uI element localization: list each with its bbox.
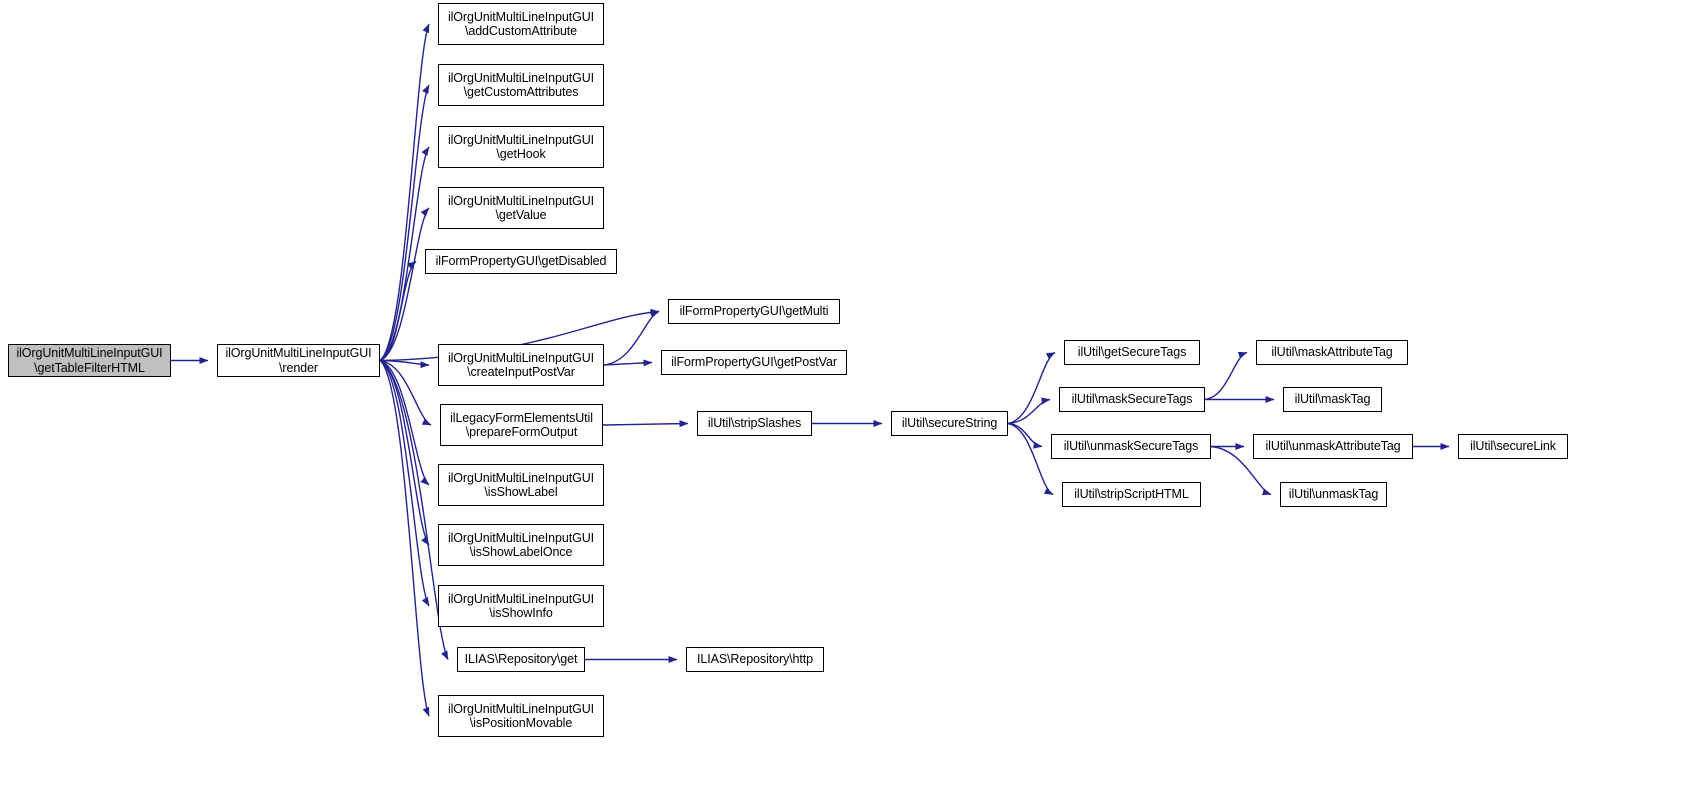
graph-node-maskSecureTags[interactable]: ilUtil\maskSecureTags bbox=[1059, 387, 1205, 412]
edge-createInputPostVar-to-getPostVar bbox=[603, 359, 653, 367]
edge-render-to-isPositionMovable bbox=[379, 359, 430, 717]
graph-node-getTableFilterHTML[interactable]: ilOrgUnitMultiLineInputGUI \getTableFilt… bbox=[8, 344, 171, 377]
edge-secureString-to-unmaskSecureTags bbox=[1007, 422, 1043, 449]
graph-node-label: ilFormPropertyGUI\getDisabled bbox=[435, 254, 607, 269]
graph-node-label: ilOrgUnitMultiLineInputGUI \isShowLabel bbox=[447, 470, 595, 500]
graph-node-getDisabled[interactable]: ilFormPropertyGUI\getDisabled bbox=[425, 249, 617, 274]
edge-createInputPostVar-to-getMulti bbox=[603, 310, 660, 366]
graph-node-unmaskSecureTags[interactable]: ilUtil\unmaskSecureTags bbox=[1051, 434, 1211, 459]
graph-node-repositoryHttp[interactable]: ILIAS\Repository\http bbox=[686, 647, 824, 672]
graph-node-label: ilUtil\unmaskAttributeTag bbox=[1265, 439, 1401, 454]
graph-node-unmaskTag[interactable]: ilUtil\unmaskTag bbox=[1280, 482, 1387, 507]
graph-node-getPostVar[interactable]: ilFormPropertyGUI\getPostVar bbox=[661, 350, 847, 375]
graph-node-label: ilOrgUnitMultiLineInputGUI \isPositionMo… bbox=[447, 701, 595, 731]
graph-node-label: ilOrgUnitMultiLineInputGUI \render bbox=[225, 346, 372, 375]
graph-node-getValue[interactable]: ilOrgUnitMultiLineInputGUI \getValue bbox=[438, 187, 604, 229]
edge-secureString-to-maskSecureTags bbox=[1007, 397, 1051, 425]
edge-render-to-createInputPostVar bbox=[379, 359, 430, 369]
graph-node-repositoryGet[interactable]: ILIAS\Repository\get bbox=[457, 647, 585, 672]
graph-node-getHook[interactable]: ilOrgUnitMultiLineInputGUI \getHook bbox=[438, 126, 604, 168]
graph-node-stripScriptHTML[interactable]: ilUtil\stripScriptHTML bbox=[1062, 482, 1201, 507]
edge-render-to-getCustomAttributes bbox=[379, 84, 430, 362]
graph-node-label: ilUtil\unmaskSecureTags bbox=[1063, 439, 1199, 454]
graph-node-label: ilUtil\getSecureTags bbox=[1077, 345, 1187, 360]
edge-render-to-getHook bbox=[379, 146, 430, 362]
graph-node-label: ilUtil\stripScriptHTML bbox=[1074, 487, 1189, 502]
graph-node-secureString[interactable]: ilUtil\secureString bbox=[891, 411, 1008, 436]
edge-maskSecureTags-to-maskAttributeTag bbox=[1204, 351, 1248, 401]
edge-render-to-addCustomAttribute bbox=[379, 23, 430, 362]
graph-node-label: ILIAS\Repository\http bbox=[696, 652, 813, 667]
graph-node-label: ilUtil\maskSecureTags bbox=[1071, 392, 1193, 407]
graph-node-label: ilOrgUnitMultiLineInputGUI \isShowLabelO… bbox=[447, 530, 595, 560]
graph-node-isShowLabelOnce[interactable]: ilOrgUnitMultiLineInputGUI \isShowLabelO… bbox=[438, 524, 604, 566]
graph-node-label: ILIAS\Repository\get bbox=[464, 652, 578, 667]
graph-node-isPositionMovable[interactable]: ilOrgUnitMultiLineInputGUI \isPositionMo… bbox=[438, 695, 604, 737]
graph-node-label: ilUtil\maskAttributeTag bbox=[1271, 345, 1393, 360]
graph-node-label: ilOrgUnitMultiLineInputGUI \isShowInfo bbox=[447, 591, 595, 621]
graph-node-label: ilUtil\maskTag bbox=[1294, 392, 1371, 407]
graph-node-getCustomAttributes[interactable]: ilOrgUnitMultiLineInputGUI \getCustomAtt… bbox=[438, 64, 604, 106]
graph-node-label: ilFormPropertyGUI\getMulti bbox=[679, 304, 829, 319]
graph-node-isShowInfo[interactable]: ilOrgUnitMultiLineInputGUI \isShowInfo bbox=[438, 585, 604, 627]
graph-node-getSecureTags[interactable]: ilUtil\getSecureTags bbox=[1064, 340, 1200, 365]
graph-node-maskTag[interactable]: ilUtil\maskTag bbox=[1283, 387, 1382, 412]
graph-node-getMulti[interactable]: ilFormPropertyGUI\getMulti bbox=[668, 299, 840, 324]
graph-node-secureLink[interactable]: ilUtil\secureLink bbox=[1458, 434, 1568, 459]
graph-node-label: ilUtil\secureLink bbox=[1470, 439, 1556, 454]
graph-node-isShowLabel[interactable]: ilOrgUnitMultiLineInputGUI \isShowLabel bbox=[438, 464, 604, 506]
graph-node-label: ilFormPropertyGUI\getPostVar bbox=[671, 355, 837, 370]
graph-node-label: ilLegacyFormElementsUtil \prepareFormOut… bbox=[450, 410, 593, 440]
graph-node-label: ilUtil\secureString bbox=[901, 416, 998, 431]
edge-render-to-isShowLabel bbox=[379, 359, 430, 486]
edge-render-to-isShowLabelOnce bbox=[379, 359, 430, 546]
graph-node-label: ilOrgUnitMultiLineInputGUI \getHook bbox=[447, 132, 595, 162]
edge-render-to-getValue bbox=[379, 207, 430, 362]
graph-node-label: ilOrgUnitMultiLineInputGUI \getValue bbox=[447, 193, 595, 223]
graph-node-label: ilOrgUnitMultiLineInputGUI \addCustomAtt… bbox=[447, 9, 595, 39]
graph-node-label: ilOrgUnitMultiLineInputGUI \getTableFilt… bbox=[16, 346, 163, 375]
edge-secureString-to-getSecureTags bbox=[1007, 351, 1056, 425]
graph-node-prepareFormOutput[interactable]: ilLegacyFormElementsUtil \prepareFormOut… bbox=[440, 404, 603, 446]
graph-node-label: ilOrgUnitMultiLineInputGUI \getCustomAtt… bbox=[447, 70, 595, 100]
edge-secureString-to-stripScriptHTML bbox=[1007, 422, 1054, 496]
graph-node-label: ilUtil\unmaskTag bbox=[1288, 487, 1379, 502]
graph-node-label: ilOrgUnitMultiLineInputGUI \createInputP… bbox=[447, 350, 595, 380]
edge-prepareFormOutput-to-stripSlashes bbox=[602, 420, 689, 428]
edge-render-to-getDisabled bbox=[379, 260, 417, 362]
edge-render-to-isShowInfo bbox=[379, 359, 430, 607]
graph-node-createInputPostVar[interactable]: ilOrgUnitMultiLineInputGUI \createInputP… bbox=[438, 344, 604, 386]
graph-node-addCustomAttribute[interactable]: ilOrgUnitMultiLineInputGUI \addCustomAtt… bbox=[438, 3, 604, 45]
graph-node-render[interactable]: ilOrgUnitMultiLineInputGUI \render bbox=[217, 344, 380, 377]
graph-node-unmaskAttributeTag[interactable]: ilUtil\unmaskAttributeTag bbox=[1253, 434, 1413, 459]
graph-node-label: ilUtil\stripSlashes bbox=[707, 416, 802, 431]
graph-node-stripSlashes[interactable]: ilUtil\stripSlashes bbox=[697, 411, 812, 436]
edge-render-to-prepareFormOutput bbox=[379, 359, 432, 426]
graph-node-maskAttributeTag[interactable]: ilUtil\maskAttributeTag bbox=[1256, 340, 1408, 365]
